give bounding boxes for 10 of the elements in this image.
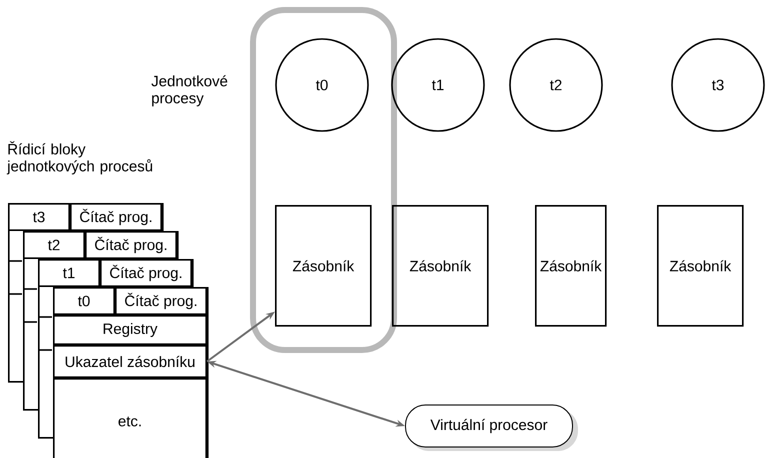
- name-cell: t1: [38, 259, 100, 287]
- name-cell: t2: [23, 231, 85, 259]
- stack-box: Zásobník: [535, 205, 607, 327]
- stack-box: Zásobník: [392, 205, 489, 327]
- label: Jednotkové procesy: [151, 75, 228, 106]
- name-cell: t0: [53, 287, 115, 315]
- processor-pill: Virtuální procesor: [405, 404, 578, 451]
- stack-box: Zásobník: [275, 205, 372, 327]
- stack-box: Zásobník: [657, 205, 744, 327]
- label: Řídicí bloky jednotkových procesů: [6, 141, 152, 174]
